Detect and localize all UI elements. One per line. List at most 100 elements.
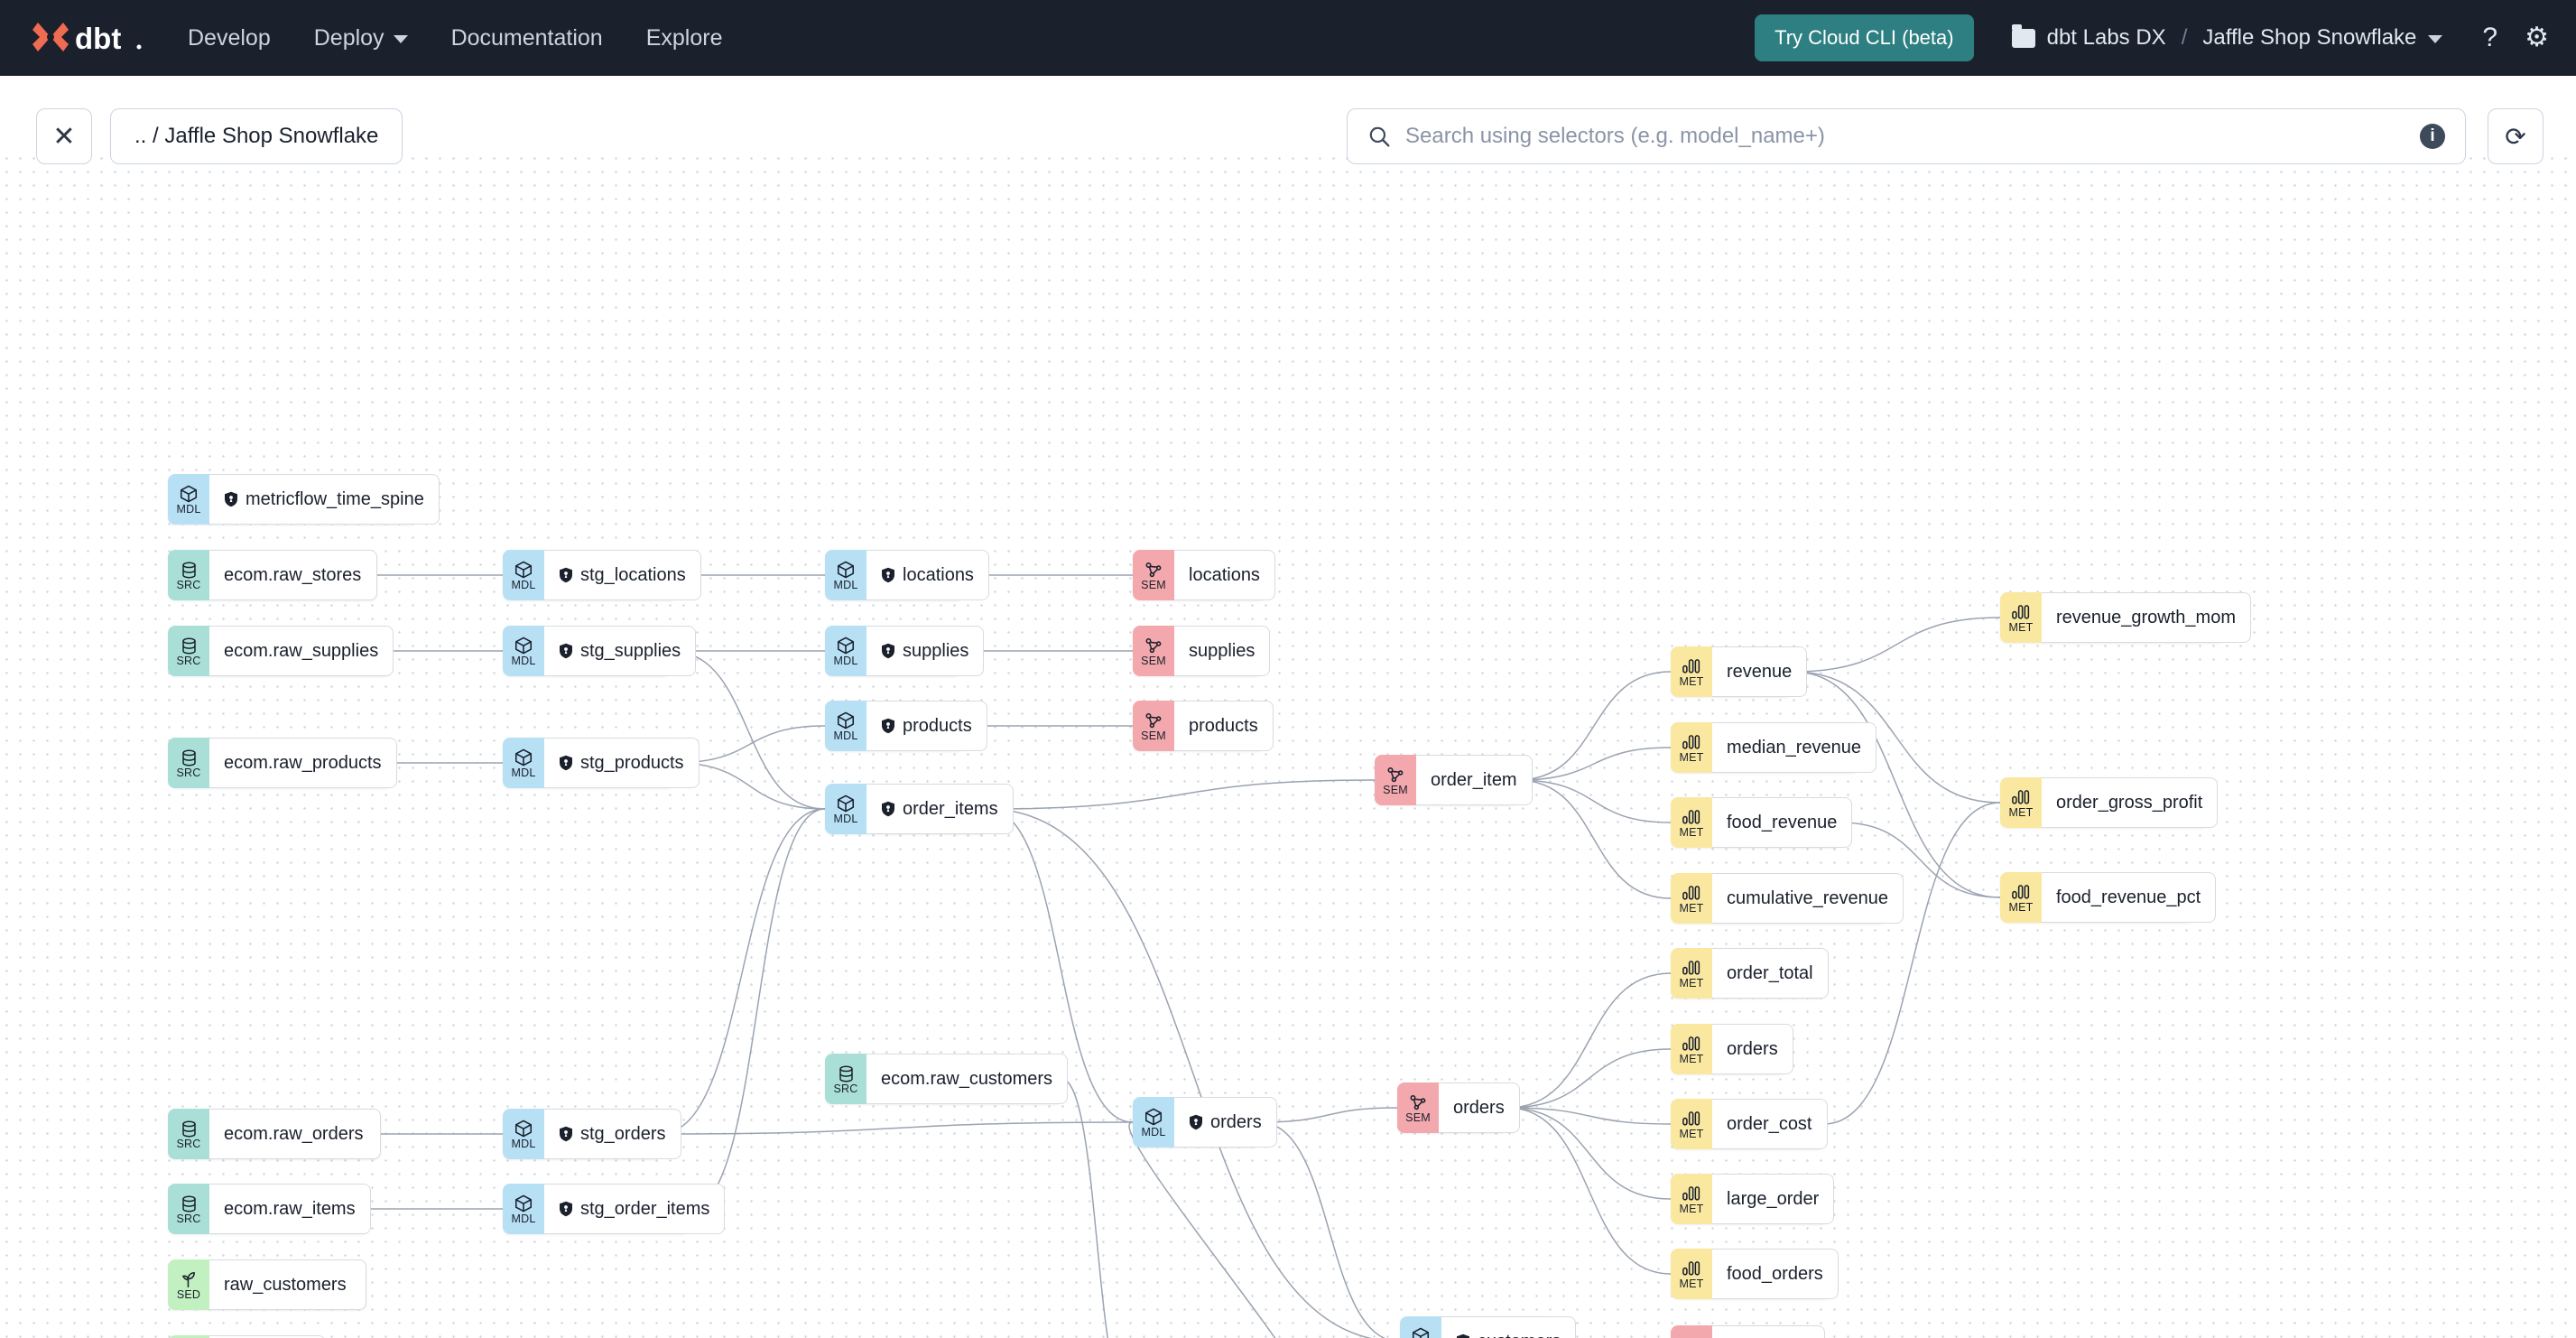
node-label: ecom.raw_items xyxy=(224,1198,356,1219)
node-type-badge-sem: SEM xyxy=(1375,755,1416,805)
refresh-button[interactable]: ⟳ xyxy=(2488,108,2544,164)
graph-node-ecom_raw_supplies[interactable]: SRC ecom.raw_supplies xyxy=(168,626,394,676)
node-type-label: MET xyxy=(1679,1128,1704,1140)
nav-link-develop[interactable]: Develop xyxy=(188,25,271,51)
node-body: cumulative_revenue xyxy=(1712,873,1904,924)
node-label: ecom.raw_supplies xyxy=(224,640,379,661)
node-type-label: MDL xyxy=(833,813,858,825)
node-label: stg_order_items xyxy=(580,1198,710,1219)
gear-icon[interactable]: ⚙ xyxy=(2525,23,2549,52)
lineage-edge xyxy=(659,808,826,1135)
node-body: ecom.raw_orders xyxy=(209,1109,381,1159)
node-body: locations xyxy=(866,550,989,600)
graph-node-sem_customers[interactable]: SEMcustomers xyxy=(1671,1325,1826,1338)
shield-icon xyxy=(559,1201,573,1217)
lineage-edge xyxy=(1258,1107,1398,1123)
node-type-label: SRC xyxy=(176,655,201,667)
node-body: order_item xyxy=(1416,755,1533,805)
chevron-down-icon[interactable] xyxy=(2428,35,2443,43)
node-body: stg_locations xyxy=(544,550,701,600)
shield-icon xyxy=(1189,1114,1203,1130)
breadcrumb-button[interactable]: .. / Jaffle Shop Snowflake xyxy=(110,108,403,164)
node-type-badge-sed: SED xyxy=(168,1259,209,1310)
node-type-label: SRC xyxy=(176,767,201,779)
search-icon xyxy=(1369,126,1390,147)
node-label: cumulative_revenue xyxy=(1727,887,1888,908)
node-type-badge-met: MET xyxy=(2000,777,2042,828)
lineage-edge xyxy=(987,808,1374,1338)
node-type-label: MDL xyxy=(833,655,858,667)
lineage-edge xyxy=(1516,671,1672,781)
shield-icon xyxy=(560,643,572,659)
lineage-edge xyxy=(659,1121,1134,1135)
lineage-edge xyxy=(673,762,826,810)
nav-link-deploy[interactable]: Deploy xyxy=(314,25,408,51)
help-icon[interactable]: ? xyxy=(2482,23,2498,52)
node-type-label: SEM xyxy=(1141,579,1166,591)
shield-icon xyxy=(882,643,894,659)
lineage-edge xyxy=(670,650,826,810)
breadcrumb-separator: / xyxy=(2181,25,2188,50)
node-type-label: MET xyxy=(1679,1203,1704,1215)
dbt-logo[interactable]: dbt xyxy=(32,19,144,57)
node-type-badge-src: SRC xyxy=(168,550,209,600)
nav-link-documentation[interactable]: Documentation xyxy=(451,25,603,51)
mdl-icon xyxy=(179,485,199,503)
node-body: food_orders xyxy=(1712,1249,1839,1299)
mdl-icon xyxy=(1144,1108,1163,1126)
search-input[interactable] xyxy=(1405,124,2420,149)
node-type-badge-sem: SEM xyxy=(1671,1325,1712,1338)
lineage-edge xyxy=(1516,779,1672,899)
nav-link-explore[interactable]: Explore xyxy=(646,25,723,51)
search-bar[interactable]: i xyxy=(1347,108,2466,164)
node-body: revenue xyxy=(1712,646,1808,697)
node-body: locations xyxy=(1174,550,1275,600)
info-icon[interactable]: i xyxy=(2420,124,2445,149)
account-project-breadcrumb[interactable]: dbt Labs DX / Jaffle Shop Snowflake xyxy=(2011,23,2443,51)
src-icon xyxy=(180,561,199,579)
node-label: revenue xyxy=(1727,661,1793,682)
node-label: metricflow_time_spine xyxy=(246,488,424,509)
lineage-edge xyxy=(1506,1107,1672,1125)
close-button[interactable]: ✕ xyxy=(36,108,92,164)
try-cloud-cli-button[interactable]: Try Cloud CLI (beta) xyxy=(1755,14,1974,61)
node-type-badge-met: MET xyxy=(1671,948,1712,999)
graph-node-customers_mdl[interactable]: MDLcustomers xyxy=(1400,1316,1577,1338)
node-type-badge-mdl: MDL xyxy=(825,550,866,600)
graph-node-sem_locations[interactable]: SEM locations xyxy=(1133,550,1275,600)
